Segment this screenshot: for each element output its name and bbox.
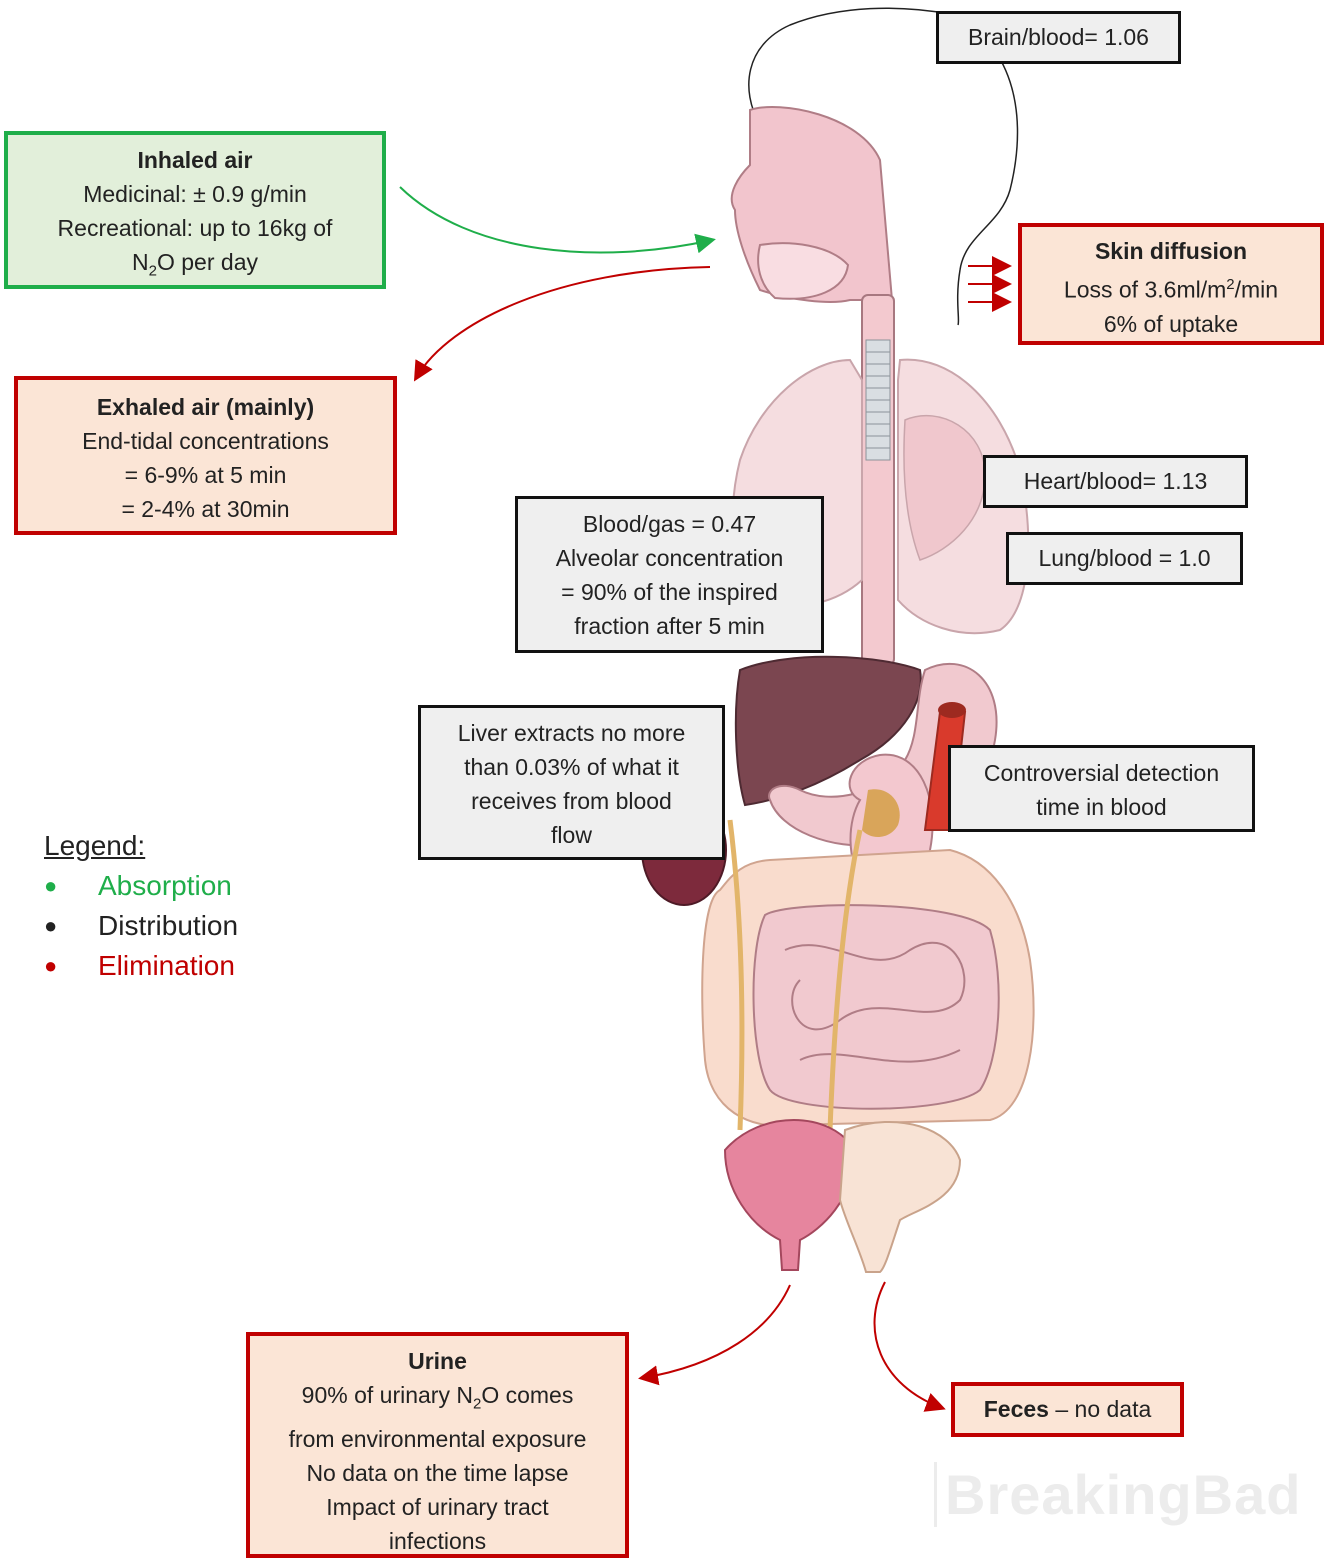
mouth-cavity bbox=[757, 242, 850, 300]
legend-item-absorption: ● Absorption bbox=[44, 866, 238, 906]
feces-box: Feces – no data bbox=[951, 1382, 1184, 1437]
legend-bullet: ● bbox=[44, 953, 58, 978]
liver bbox=[734, 655, 922, 807]
trachea-rings bbox=[865, 339, 891, 461]
brain-blood-text: Brain/blood= 1.06 bbox=[968, 24, 1149, 50]
skin-arrows bbox=[968, 256, 1012, 312]
skin-uptake: 6% of uptake bbox=[1103, 310, 1239, 337]
controversial-line-2: time in blood bbox=[1036, 794, 1167, 820]
legend-item-elimination: ● Elimination bbox=[44, 946, 238, 986]
exhaled-arrow bbox=[413, 266, 711, 382]
legend-title: Legend: bbox=[44, 830, 146, 861]
inhaled-medicinal: Medicinal: ± 0.9 g/min bbox=[83, 181, 307, 207]
liver-line-2: than 0.03% of what it bbox=[464, 754, 679, 780]
alveolar-inspired: = 90% of the inspired bbox=[561, 579, 778, 605]
liver-line-1: Liver extracts no more bbox=[457, 720, 686, 746]
left-ureter bbox=[727, 819, 745, 1131]
blood-gas-box: Blood/gas = 0.47 Alveolar concentration … bbox=[515, 496, 824, 653]
feces-arrow bbox=[873, 1281, 946, 1412]
liver-line-3: receives from blood bbox=[471, 788, 672, 814]
exhaled-5min: = 6-9% at 5 min bbox=[124, 462, 287, 488]
inhaled-air-title: Inhaled air bbox=[137, 147, 253, 173]
brain-blood-box: Brain/blood= 1.06 bbox=[936, 11, 1181, 64]
heart-blood-text: Heart/blood= 1.13 bbox=[1023, 468, 1208, 494]
urine-arrow bbox=[638, 1284, 791, 1386]
skin-diffusion-title: Skin diffusion bbox=[1094, 238, 1248, 264]
legend-label-distribution: Distribution bbox=[98, 910, 239, 941]
lung-blood-text: Lung/blood = 1.0 bbox=[1038, 545, 1211, 571]
inhaled-air-box: Inhaled air Medicinal: ± 0.9 g/min Recre… bbox=[4, 131, 386, 289]
urine-line-1: 90% of urinary N2O comes bbox=[301, 1382, 574, 1413]
legend-item-distribution: ● Distribution bbox=[44, 906, 238, 946]
urine-line-3: No data on the time lapse bbox=[306, 1459, 569, 1486]
skin-loss: Loss of 3.6ml/m2/min bbox=[1063, 276, 1279, 303]
legend-label-elimination: Elimination bbox=[98, 950, 235, 981]
renal-pelvis bbox=[862, 789, 900, 837]
exhaled-endtidal: End-tidal concentrations bbox=[82, 428, 329, 454]
alveolar-concentration: Alveolar concentration bbox=[555, 545, 784, 571]
blood-gas-coefficient: Blood/gas = 0.47 bbox=[582, 511, 757, 537]
legend-bullet: ● bbox=[44, 873, 58, 898]
liver-line-4: flow bbox=[551, 822, 592, 848]
intestine-folds bbox=[784, 941, 966, 1063]
legend: Legend: ● Absorption ● Distribution ● El… bbox=[44, 826, 238, 986]
skin-diffusion-box: Skin diffusion Loss of 3.6ml/m2/min 6% o… bbox=[1018, 223, 1324, 345]
inhaled-recreational: Recreational: up to 16kg of bbox=[57, 215, 333, 241]
heart-blood-box: Heart/blood= 1.13 bbox=[983, 455, 1248, 508]
bladder bbox=[723, 1119, 857, 1271]
rectum bbox=[838, 1121, 962, 1273]
urine-box: Urine 90% of urinary N2O comes from envi… bbox=[246, 1332, 629, 1558]
controversial-line-1: Controversial detection bbox=[983, 760, 1220, 786]
inhaled-arrow bbox=[399, 186, 716, 254]
heart bbox=[903, 414, 986, 561]
urine-title: Urine bbox=[408, 1348, 467, 1374]
inhaled-per-day: N2O per day bbox=[132, 249, 258, 280]
exhaled-30min: = 2-4% at 30min bbox=[121, 496, 290, 522]
urine-line-2: from environmental exposure bbox=[288, 1425, 587, 1452]
alveolar-time: fraction after 5 min bbox=[574, 613, 765, 639]
feces-title: Feces bbox=[983, 1396, 1049, 1422]
urine-line-5: infections bbox=[388, 1527, 487, 1554]
urine-line-4: Impact of urinary tract bbox=[326, 1493, 549, 1520]
lung-blood-box: Lung/blood = 1.0 bbox=[1006, 532, 1243, 585]
legend-label-absorption: Absorption bbox=[98, 870, 232, 901]
right-ureter bbox=[827, 829, 863, 1131]
controversial-detection-box: Controversial detection time in blood bbox=[948, 745, 1255, 832]
feces-text: – no data bbox=[1048, 1396, 1152, 1422]
legend-bullet: ● bbox=[44, 913, 58, 938]
exhaled-air-box: Exhaled air (mainly) End-tidal concentra… bbox=[14, 376, 397, 535]
exhaled-air-title: Exhaled air (mainly) bbox=[96, 394, 315, 420]
small-intestine bbox=[752, 904, 1000, 1110]
watermark: BreakingBad bbox=[934, 1462, 1301, 1527]
liver-box: Liver extracts no more than 0.03% of wha… bbox=[418, 705, 725, 860]
